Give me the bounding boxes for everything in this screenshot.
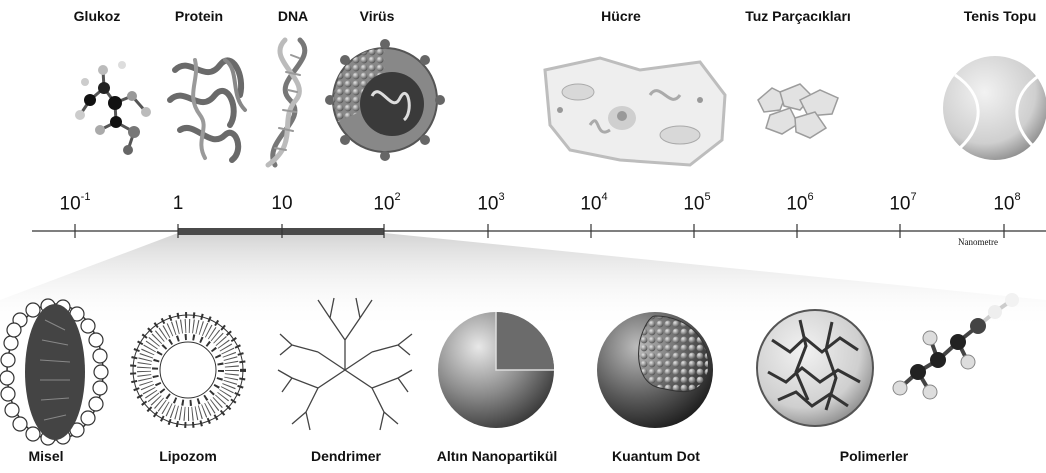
label-dna: DNA — [278, 8, 308, 24]
protein-icon — [170, 60, 245, 160]
polymer-icon — [757, 310, 873, 426]
tick-label: 107 — [889, 193, 916, 215]
label-kuantum: Kuantum Dot — [612, 448, 700, 464]
salt-crystals-icon — [758, 84, 838, 138]
tick-label: 106 — [786, 193, 813, 215]
quantum-dot-icon — [597, 312, 713, 428]
cell-icon — [545, 58, 725, 165]
tick-label: 103 — [477, 193, 504, 215]
label-virus: Virüs — [360, 8, 395, 24]
label-dendrimer: Dendrimer — [311, 448, 381, 464]
virus-icon — [325, 39, 445, 161]
label-tuz: Tuz Parçacıkları — [745, 8, 851, 24]
label-polimer: Polimerler — [840, 448, 908, 464]
tick-label: 108 — [993, 193, 1020, 215]
gold-nanoparticle-icon — [438, 312, 554, 428]
tick-label: 102 — [373, 193, 400, 215]
label-tenis: Tenis Topu — [964, 8, 1037, 24]
liposome-icon — [133, 315, 243, 425]
label-lipozom: Lipozom — [159, 448, 217, 464]
label-protein: Protein — [175, 8, 223, 24]
label-glukoz: Glukoz — [74, 8, 121, 24]
tick-label: 105 — [683, 193, 710, 215]
tennis-ball-icon — [943, 56, 1046, 160]
highlight-range — [178, 228, 384, 235]
dna-icon — [268, 40, 305, 165]
tick-label: 10-1 — [60, 193, 91, 215]
tick-label: 104 — [580, 193, 607, 215]
label-hucre: Hücre — [601, 8, 641, 24]
glucose-icon — [75, 61, 151, 155]
unit-label: Nanometre — [958, 237, 998, 247]
micelle-icon — [0, 299, 108, 445]
label-altin: Altın Nanopartikül — [437, 448, 558, 464]
label-misel: Misel — [28, 448, 63, 464]
tick-label: 1 — [173, 193, 184, 215]
tick-label: 10 — [271, 193, 292, 215]
zoom-projection — [0, 233, 1046, 330]
